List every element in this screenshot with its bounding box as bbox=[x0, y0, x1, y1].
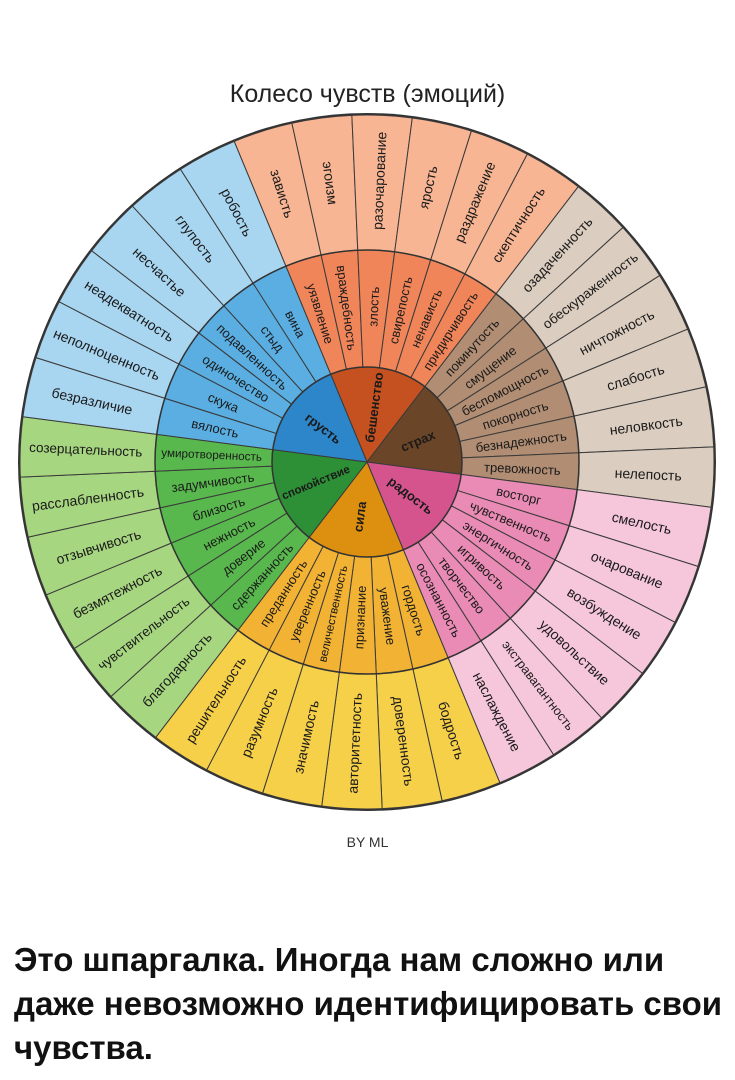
outer-emotion-label: авторитетность bbox=[345, 693, 365, 794]
core-emotion-label: сила bbox=[350, 500, 369, 533]
sector bbox=[233, 114, 579, 463]
middle-emotion-label: признание bbox=[351, 585, 369, 649]
caption-text: Это шпаргалка. Иногда нам сложно или даж… bbox=[14, 941, 723, 1066]
sector bbox=[19, 416, 368, 738]
outer-emotion-label: разочарование bbox=[369, 131, 389, 230]
outer-emotion-label: нелепость bbox=[614, 465, 682, 484]
outer-emotion-label: созерцательность bbox=[29, 440, 143, 460]
ring-boundary bbox=[271, 366, 463, 558]
ring-boundary bbox=[154, 249, 580, 675]
outer-emotion-label: эгоизм bbox=[319, 160, 341, 205]
middle-emotion-label: злость bbox=[365, 286, 382, 327]
middle-emotion-label: умиротворенность bbox=[161, 447, 262, 464]
middle-emotion-label: тревожность bbox=[484, 460, 561, 478]
wheel-title: Колесо чувств (эмоций) bbox=[229, 80, 506, 108]
credit-label: BY ML bbox=[346, 834, 389, 850]
sector bbox=[22, 140, 368, 463]
